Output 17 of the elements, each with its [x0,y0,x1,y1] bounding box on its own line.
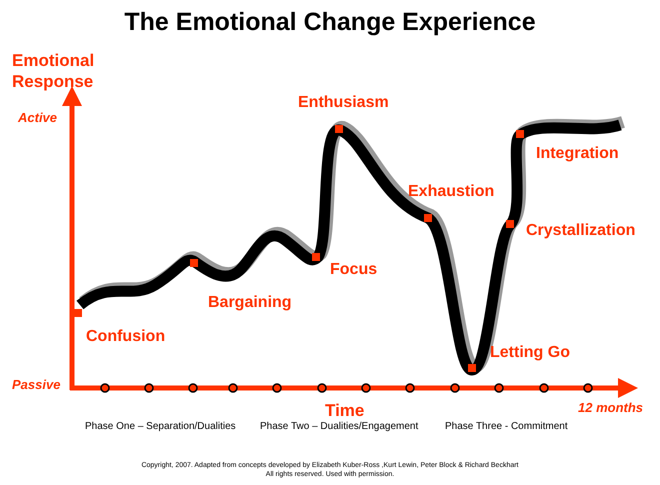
phase-label: Phase Two – Dualities/Engagement [260,421,418,432]
stage-label: Crystallization [526,222,636,240]
stage-label: Confusion [86,328,166,346]
title: The Emotional Change Experience [123,8,537,37]
stage-label: Enthusiasm [298,94,389,112]
axis-label: Passive [12,377,60,392]
stage-label: Exhaustion [408,183,494,201]
phase-label: Phase One – Separation/Dualities [85,421,236,432]
axis-title: Time [325,401,364,421]
phase-label: Phase Three - Commitment [445,421,568,432]
stage-label: Focus [330,261,378,279]
stage-label: Integration [536,145,619,163]
stage-label: Bargaining [208,294,292,312]
axis-label: 12 months [578,400,644,415]
axis-title: Emotional Response [12,50,96,92]
axis-label: Active [18,110,58,125]
stage-label: Letting Go [490,344,570,362]
